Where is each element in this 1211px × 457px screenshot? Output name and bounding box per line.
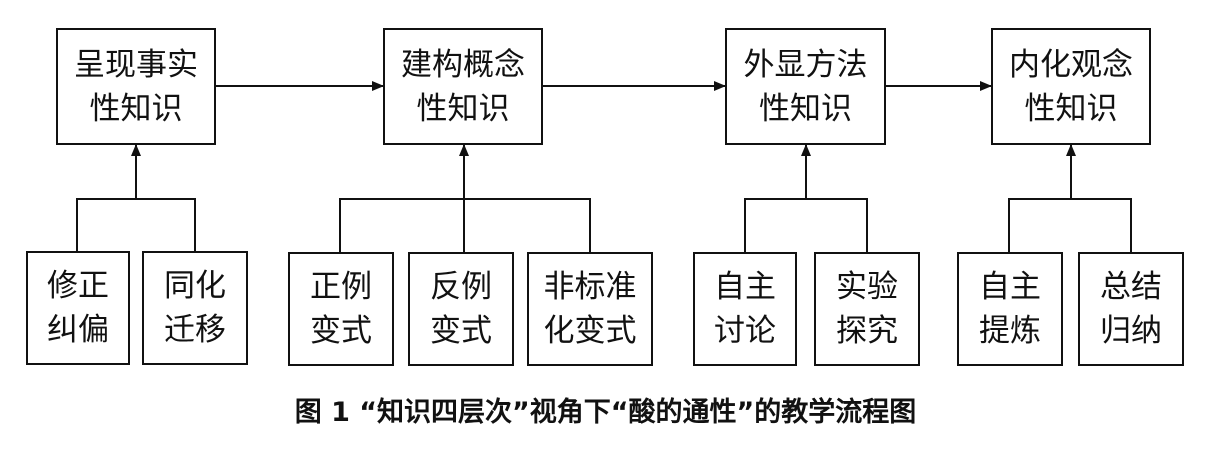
- box-label-line2: 提炼: [979, 313, 1041, 349]
- box-label-line2: 变式: [430, 313, 492, 349]
- box-label-line2: 讨论: [714, 313, 776, 349]
- box-nonstandard-variation: 非标准化变式: [527, 252, 653, 366]
- group1-bracket: [76, 198, 196, 251]
- box-label-line1: 建构概念: [401, 46, 525, 83]
- box-label-line1: 正例: [310, 269, 372, 305]
- box-label-line1: 总结: [1100, 269, 1162, 305]
- box-label-line2: 性知识: [759, 90, 852, 127]
- box-label-line1: 反例: [430, 269, 492, 305]
- box-label-line1: 呈现事实: [74, 46, 198, 83]
- box-label-line2: 化变式: [543, 313, 637, 349]
- box-label-line1: 自主: [979, 269, 1041, 305]
- box-label-line1: 修正: [47, 268, 109, 304]
- box-experimental-inquiry: 实验探究: [814, 252, 920, 366]
- box-positive-example: 正例变式: [288, 252, 394, 366]
- group4-bracket: [1008, 198, 1132, 252]
- box-label-line2: 纠偏: [47, 312, 109, 348]
- box-methodological-knowledge: 外显方法性知识: [725, 28, 886, 145]
- box-label-line1: 自主: [714, 269, 776, 305]
- box-label-line2: 探究: [836, 313, 898, 349]
- box-label-line2: 迁移: [164, 312, 226, 348]
- box-correction: 修正纠偏: [26, 251, 130, 365]
- box-factual-knowledge: 呈现事实性知识: [56, 28, 216, 145]
- box-label-line2: 变式: [310, 313, 372, 349]
- box-conceptual-knowledge: 建构概念性知识: [383, 28, 543, 145]
- box-label-line1: 内化观念: [1009, 46, 1133, 83]
- box-conceptual-view-knowledge: 内化观念性知识: [991, 28, 1151, 145]
- box-label-line2: 性知识: [1024, 90, 1118, 127]
- box-label-line1: 实验: [836, 269, 898, 305]
- box-assimilation: 同化迁移: [142, 251, 248, 365]
- box-label-line2: 归纳: [1100, 313, 1162, 349]
- box-counter-example: 反例变式: [408, 252, 514, 366]
- box-label-line1: 外显方法: [743, 46, 868, 83]
- figure-caption: 图 1 “知识四层次”视角下“酸的通性”的教学流程图: [294, 397, 917, 428]
- box-label-line2: 性知识: [416, 90, 510, 127]
- box-label-line2: 性知识: [89, 90, 183, 127]
- box-label-line1: 非标准: [543, 269, 637, 305]
- box-independent-refinement: 自主提炼: [957, 252, 1063, 366]
- box-summary-induction: 总结归纳: [1078, 252, 1184, 366]
- group3-bracket: [744, 198, 868, 252]
- group2-bracket: [339, 198, 591, 252]
- box-independent-discussion: 自主讨论: [693, 252, 797, 366]
- box-label-line1: 同化: [164, 268, 226, 304]
